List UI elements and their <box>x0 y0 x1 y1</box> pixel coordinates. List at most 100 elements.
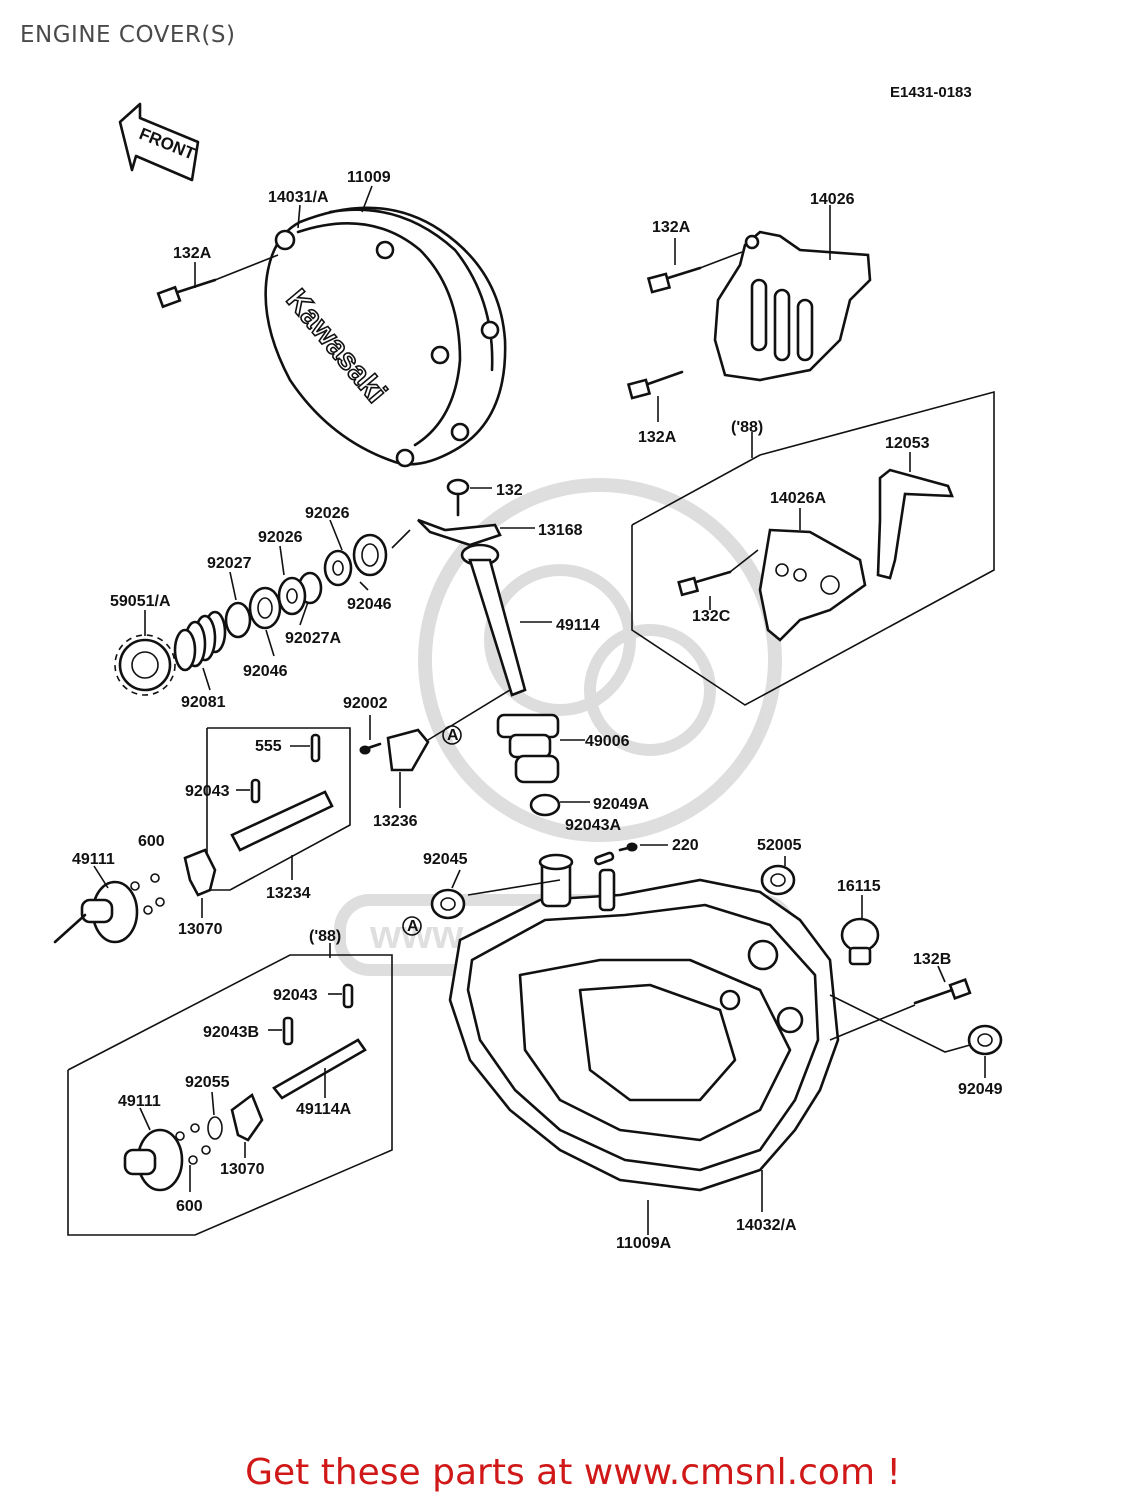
bolt-132a-top <box>646 251 743 294</box>
label-49114a: 49114A <box>296 1101 352 1118</box>
bolt-132b <box>829 965 972 1041</box>
label-600-a: 600 <box>138 833 165 850</box>
label-92045: 92045 <box>423 851 468 868</box>
label-52005: 52005 <box>757 837 802 854</box>
label-14026a: 14026A <box>770 490 826 507</box>
label-92046-b: 92046 <box>243 663 288 680</box>
label-92043a: 92043A <box>565 817 621 834</box>
label-16115: 16115 <box>837 878 881 895</box>
screw-92002 <box>359 715 382 755</box>
label-11009: 11009 <box>347 169 391 186</box>
promo-link-text[interactable]: Get these parts at www.cmsnl.com ! <box>245 1452 901 1493</box>
label-13234: 13234 <box>266 885 311 902</box>
bracket-12053 <box>876 452 954 580</box>
label-220: 220 <box>672 837 699 854</box>
seal-92049a <box>529 793 590 817</box>
bearing-92046-b <box>248 586 282 630</box>
balls-600-b <box>175 1123 211 1192</box>
pin-92043a <box>594 851 615 866</box>
right-cover-11009a <box>448 878 840 1235</box>
washer-92027 <box>224 601 252 639</box>
drawing-code: E1431-0183 <box>890 84 972 101</box>
seal-92049 <box>829 994 1003 1078</box>
pin-92043-a <box>236 778 261 804</box>
balls-600-a <box>130 873 165 915</box>
label-132a-left: 132A <box>173 245 212 262</box>
bolt-132a-left <box>156 254 279 309</box>
label-49111-a: 49111 <box>72 851 115 868</box>
governor-13070-b <box>230 1092 264 1158</box>
shaft-49114 <box>460 543 552 697</box>
label-92026-b: 92026 <box>258 529 303 546</box>
governor-13070-a <box>183 848 217 918</box>
label-132a-top: 132A <box>652 219 691 236</box>
label-14026: 14026 <box>810 191 855 208</box>
gear-59051a <box>114 634 176 696</box>
label-92043b: 92043B <box>203 1024 259 1041</box>
label-92081: 92081 <box>181 694 226 711</box>
pin-92043b <box>268 1016 294 1046</box>
label-49111-b: 49111 <box>118 1093 161 1110</box>
clutch-cover-11009 <box>264 206 507 468</box>
label-600-b: 600 <box>176 1198 203 1215</box>
label-132: 132 <box>496 482 523 499</box>
sprocket-cover-14026 <box>713 205 872 382</box>
label-49006: 49006 <box>585 733 630 750</box>
label-11009a: 11009A <box>616 1235 672 1252</box>
label-year-88-bottom: ('88) <box>309 928 341 945</box>
screw-220 <box>618 842 668 852</box>
bearing-92045 <box>430 869 561 920</box>
year-88-box-top <box>631 390 995 706</box>
pin-92043-b <box>328 983 354 1009</box>
label-132a-mid: 132A <box>638 429 677 446</box>
washer-92026-a <box>323 549 353 587</box>
shaft-13234 <box>230 790 334 852</box>
label-92046-a: 92046 <box>347 596 392 613</box>
ref-a-circle-upper <box>442 725 462 745</box>
plate-13168 <box>417 518 535 547</box>
front-arrow-icon <box>118 102 200 182</box>
label-13236: 13236 <box>373 813 418 830</box>
label-49114: 49114 <box>556 617 600 634</box>
label-132b: 132B <box>913 951 951 968</box>
washer-92026-b <box>277 576 307 616</box>
elbow-fitting <box>538 853 616 912</box>
label-14031a: 14031/A <box>268 189 329 206</box>
bolt-132a-mid <box>626 370 684 422</box>
pin-555 <box>290 733 321 763</box>
ref-a-circle-lower <box>402 916 422 936</box>
label-12053: 12053 <box>885 435 930 452</box>
label-13070-a: 13070 <box>178 921 223 938</box>
label-year-88-top: ('88) <box>731 419 763 436</box>
ref-a-upper: A <box>447 727 459 744</box>
label-92049: 92049 <box>958 1081 1003 1098</box>
impeller-49111-b <box>123 1107 184 1192</box>
label-92049a: 92049A <box>593 796 649 813</box>
spring-92081 <box>173 610 227 672</box>
bearing-92046-a <box>352 533 388 577</box>
bolt-132c <box>677 549 759 610</box>
exploded-parts-diagram: www.cmsnl.com FRONT Kawasaki <box>53 102 1003 1252</box>
page-title: ENGINE COVER(S) <box>20 22 236 48</box>
year-88-box-bottom <box>67 954 393 1236</box>
impeller-49111-a <box>53 865 139 944</box>
filler-cap-16115 <box>840 895 880 966</box>
shaft-49114a <box>272 1038 367 1100</box>
label-555: 555 <box>255 738 282 755</box>
screw-132 <box>446 478 492 517</box>
label-92002: 92002 <box>343 695 388 712</box>
label-59051a: 59051/A <box>110 593 171 610</box>
label-92027a: 92027A <box>285 630 341 647</box>
ref-a-lower: A <box>407 918 419 935</box>
guard-14026a <box>758 508 867 642</box>
plate-13236 <box>386 689 511 808</box>
label-13168: 13168 <box>538 522 583 539</box>
ring-92055 <box>207 1091 223 1140</box>
label-132c: 132C <box>692 608 731 625</box>
label-13070-b: 13070 <box>220 1161 265 1178</box>
label-92055: 92055 <box>185 1074 230 1091</box>
seal-52005 <box>760 856 796 896</box>
impeller-49006 <box>496 713 585 784</box>
label-92026-a: 92026 <box>305 505 350 522</box>
label-92043-a: 92043 <box>185 783 230 800</box>
